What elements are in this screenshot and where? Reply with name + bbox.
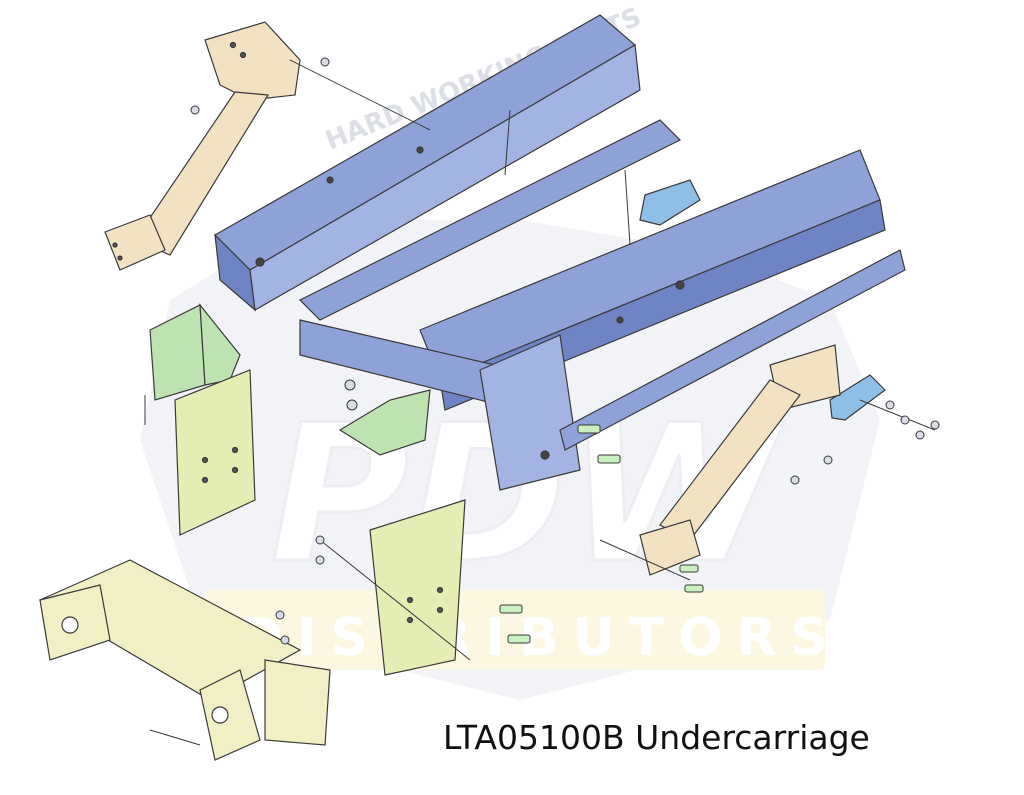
right-leg [639,344,841,576]
upright-center [369,499,466,676]
upright-left [174,369,256,536]
blue-plate-top [639,179,701,226]
fasteners [144,59,936,746]
diagram-caption: LTA05100B Undercarriage [443,718,870,757]
green-bracket-center [338,389,431,456]
bolts [499,424,704,644]
hitch-bar [38,559,331,761]
left-leg [104,21,301,271]
main-frame [214,14,906,491]
green-bracket-left [149,303,241,401]
watermark-banner-text: DISTRIBUTORS [240,608,842,668]
nuts [190,57,940,645]
blue-plate-right [829,374,886,421]
